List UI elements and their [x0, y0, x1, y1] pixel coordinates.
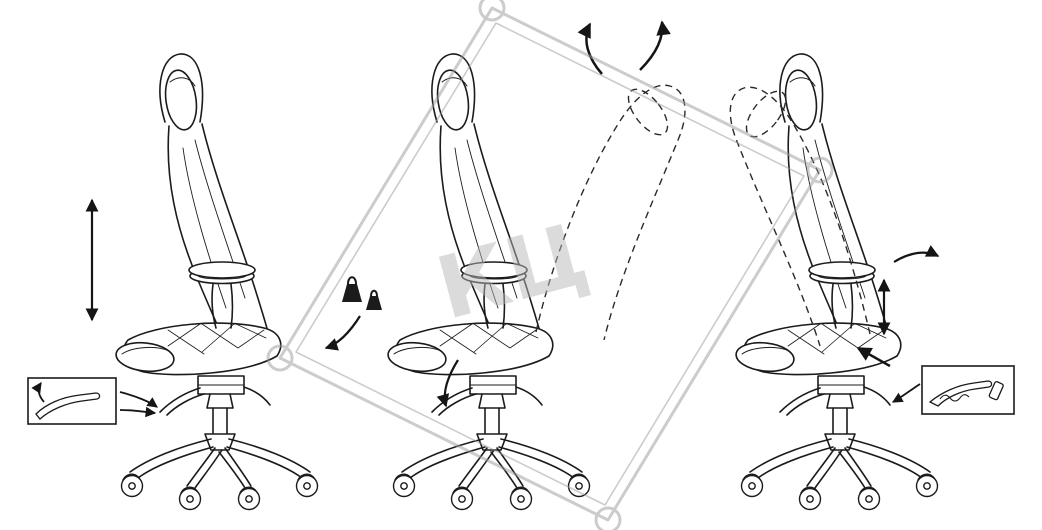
inset-pointer-arrow	[891, 383, 921, 403]
mechanism-pointer-arrow-icon	[856, 346, 891, 368]
view-recline-tension	[324, 20, 686, 510]
watermark: КЦ	[266, 0, 834, 530]
watermark-corner-circle	[806, 156, 834, 184]
recline-arrow-cw-icon	[639, 20, 671, 71]
seat-height-curved-arrow-icon	[436, 359, 459, 408]
view-armrest-rocking	[729, 54, 1015, 510]
watermark-corner-circle	[478, 0, 506, 22]
reclined-back-dashed-outline	[729, 86, 871, 347]
lever-icon	[35, 392, 101, 420]
watermark-frame	[278, 6, 822, 522]
recline-arrow-ccw-icon	[577, 22, 603, 75]
watermark-text: КЦ	[427, 204, 598, 339]
weight-light-icon	[366, 289, 382, 310]
weight-heavy-icon	[342, 276, 362, 302]
inset-pointer-arrows	[119, 391, 158, 418]
watermark-corner-circle	[594, 506, 622, 530]
watermark-frame-inner	[295, 22, 805, 506]
chair-side-view	[115, 54, 318, 510]
wavy-lever-icon	[928, 380, 993, 407]
chair-side-view	[735, 54, 938, 510]
tension-lever-inset-panel	[891, 365, 1015, 415]
lever-inset-panel	[27, 377, 117, 425]
view-seat-height	[27, 54, 318, 510]
tension-curved-arrow-icon	[324, 315, 361, 351]
lever-up-arrow-icon	[31, 382, 45, 403]
watermark-corner-circle	[266, 344, 294, 372]
knob-icon	[988, 381, 1004, 401]
armrest-curved-arrow-icon	[893, 245, 940, 263]
